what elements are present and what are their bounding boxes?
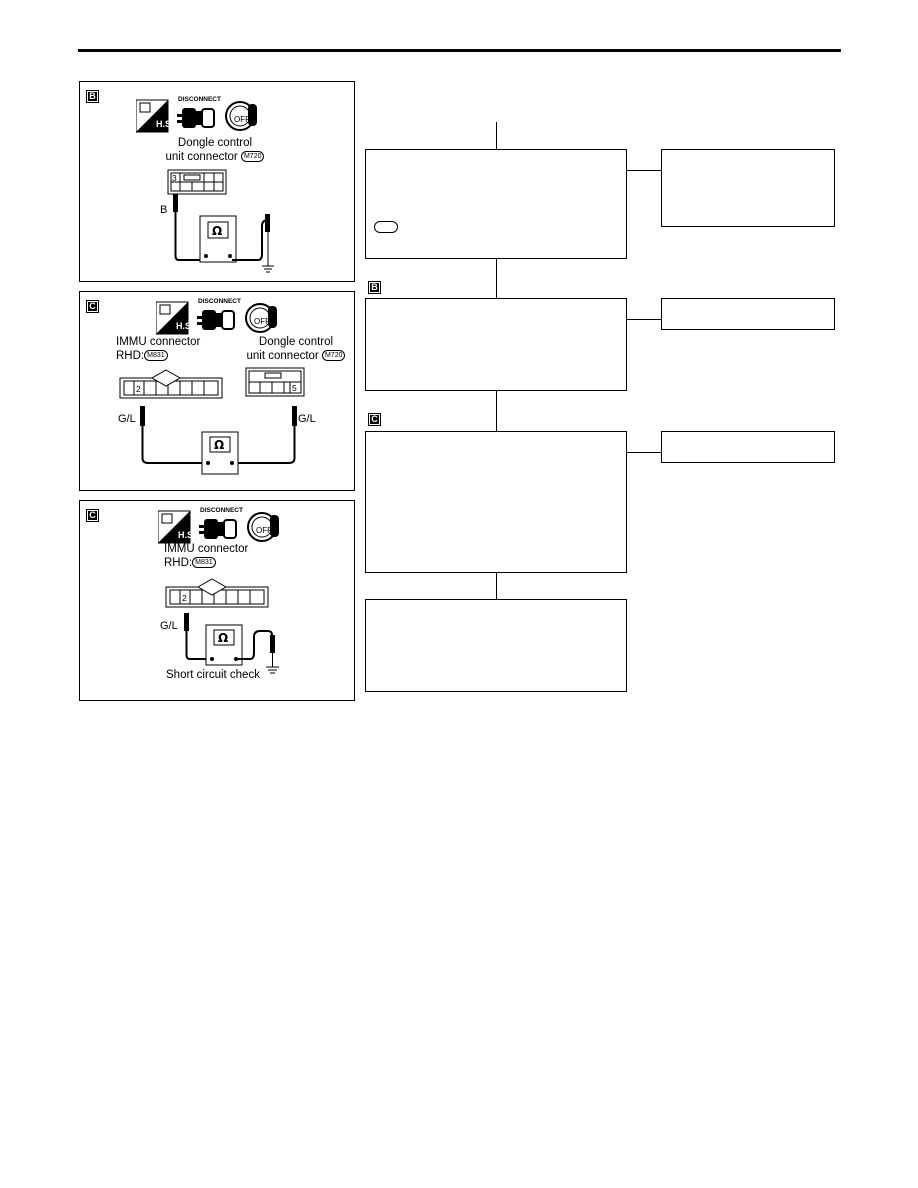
panel-b-continuity-ground: B H.S. DISCONNECT OFF Dongle control uni…: [79, 81, 355, 282]
panel-c-short-circuit: C H.S. DISCONNECT OFF IMMU connector RHD…: [79, 500, 355, 701]
svg-text:Ω: Ω: [214, 438, 224, 452]
tool-icons: H.S. DISCONNECT OFF: [136, 96, 257, 133]
connector-label: Dongle control unit connector M720: [140, 136, 290, 164]
short-circuit-caption: Short circuit check: [166, 669, 260, 681]
pin-number: 3: [172, 173, 177, 183]
immu-connector-label: IMMU connector RHD:M831: [116, 336, 201, 362]
disconnect-icon: DISCONNECT: [199, 507, 243, 539]
panel-tag: B: [86, 90, 99, 103]
ignition-off-icon: OFF: [247, 512, 279, 542]
svg-text:OFF: OFF: [256, 526, 272, 535]
hs-harness-icon: H.S.: [158, 510, 196, 544]
connector-id-badge: M720: [321, 350, 346, 362]
flow-connector: [496, 259, 497, 298]
hs-harness-icon: H.S.: [156, 301, 194, 335]
disconnect-icon: DISCONNECT: [177, 96, 221, 128]
panel-tag: C: [86, 509, 99, 522]
wire-color-label-right: G/L: [298, 413, 316, 425]
connector-id-badge: M831: [144, 350, 168, 362]
svg-text:OFF: OFF: [254, 317, 270, 326]
flow-result-1: [661, 149, 835, 227]
flow-step-1-badge: [374, 221, 398, 233]
hs-harness-icon: H.S.: [136, 99, 174, 133]
header-rule: [78, 49, 841, 52]
svg-text:Ω: Ω: [212, 224, 222, 238]
connector-diagram: 2 Ω: [165, 578, 279, 674]
svg-text:H.S.: H.S.: [178, 530, 196, 540]
flow-result-3: [661, 431, 835, 463]
svg-text:OFF: OFF: [234, 115, 250, 124]
pin-number: 5: [292, 383, 297, 393]
disconnect-icon: DISCONNECT: [197, 298, 241, 330]
probe: [173, 194, 178, 212]
flow-branch: [627, 452, 661, 453]
svg-text:DISCONNECT: DISCONNECT: [200, 507, 243, 514]
panel-tag: C: [86, 300, 99, 313]
tool-icons: H.S. DISCONNECT OFF: [156, 298, 277, 335]
flow-step-1: [365, 149, 627, 259]
svg-text:H.S.: H.S.: [176, 321, 194, 331]
wire-color-label: G/L: [160, 620, 178, 632]
svg-text:DISCONNECT: DISCONNECT: [178, 96, 221, 103]
svg-text:Ω: Ω: [218, 631, 228, 645]
flow-result-2: [661, 298, 835, 330]
connector-id-badge: M831: [192, 557, 216, 569]
connector-id-badge: M720: [240, 151, 265, 163]
pin-number: 2: [182, 593, 187, 603]
svg-text:H.S.: H.S.: [156, 119, 174, 129]
panel-c-continuity-immu-dongle: C H.S. DISCONNECT OFF IMMU connector RHD…: [79, 291, 355, 491]
ignition-off-icon: OFF: [245, 303, 277, 333]
immu-connector-label: IMMU connector RHD:M831: [164, 543, 249, 569]
dongle-connector-label: Dongle control unit connector M720: [238, 335, 354, 363]
ignition-off-icon: OFF: [225, 101, 257, 131]
flow-step-4: [365, 599, 627, 692]
tool-icons: H.S. DISCONNECT OFF: [158, 507, 279, 544]
flow-branch: [627, 170, 661, 171]
flow-tag-b: B: [368, 281, 381, 294]
flow-tag-c: C: [368, 413, 381, 426]
pin-number: 2: [136, 384, 141, 394]
connector-diagram: 2 5 Ω: [119, 367, 305, 475]
flow-connector: [496, 122, 497, 149]
flow-connector: [496, 391, 497, 431]
connector-diagram: 3 Ω: [167, 169, 274, 273]
flow-branch: [627, 319, 661, 320]
svg-text:DISCONNECT: DISCONNECT: [198, 298, 241, 305]
flow-step-3: [365, 431, 627, 573]
flow-connector: [496, 573, 497, 599]
wire-color-label-left: G/L: [118, 413, 136, 425]
wire-color-label: B: [160, 204, 168, 216]
flow-step-2: [365, 298, 627, 391]
